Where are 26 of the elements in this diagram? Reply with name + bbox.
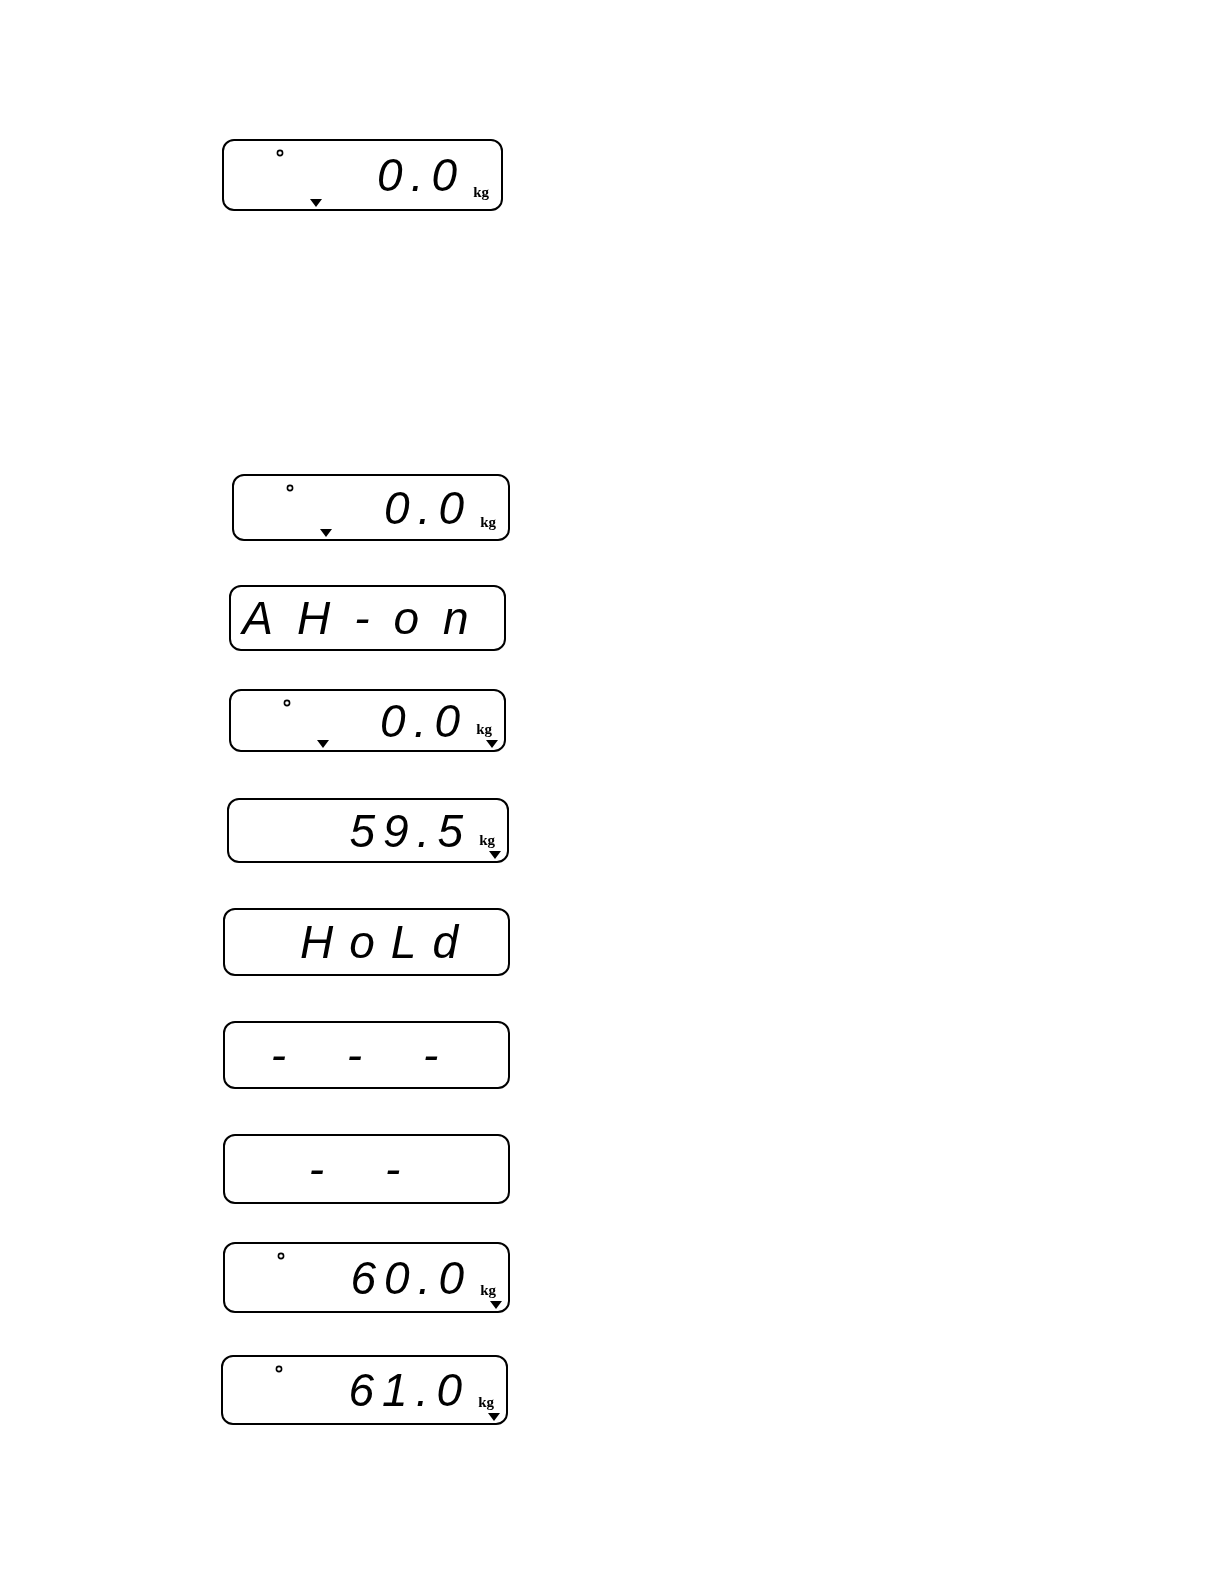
unit-label: kg bbox=[479, 833, 495, 848]
unit-label: kg bbox=[478, 1395, 494, 1410]
display-reading: HoLd bbox=[300, 919, 474, 965]
lcd-display bbox=[223, 908, 510, 976]
display-reading: - - bbox=[308, 1146, 425, 1192]
display-reading: 0.0 bbox=[377, 152, 465, 198]
lcd-display bbox=[227, 798, 509, 863]
unit-label: kg bbox=[473, 185, 489, 200]
display-reading: AH-on bbox=[242, 595, 493, 641]
display-reading: 0.0 bbox=[380, 698, 468, 744]
lcd-display bbox=[223, 1242, 510, 1313]
lcd-display bbox=[223, 1134, 510, 1204]
lcd-display bbox=[229, 689, 506, 752]
display-reading: 60.0 bbox=[350, 1255, 472, 1301]
lcd-display bbox=[223, 1021, 510, 1089]
unit-label: kg bbox=[480, 1283, 496, 1298]
unit-label: kg bbox=[476, 722, 492, 737]
lcd-display bbox=[232, 474, 510, 541]
display-reading: 61.0 bbox=[348, 1367, 470, 1413]
display-reading: 59.5 bbox=[349, 808, 471, 854]
display-reading: - - - bbox=[270, 1032, 463, 1078]
display-reading: 0.0 bbox=[384, 485, 472, 531]
lcd-display bbox=[222, 139, 503, 211]
lcd-display bbox=[229, 585, 506, 651]
lcd-display bbox=[221, 1355, 508, 1425]
unit-label: kg bbox=[480, 515, 496, 530]
